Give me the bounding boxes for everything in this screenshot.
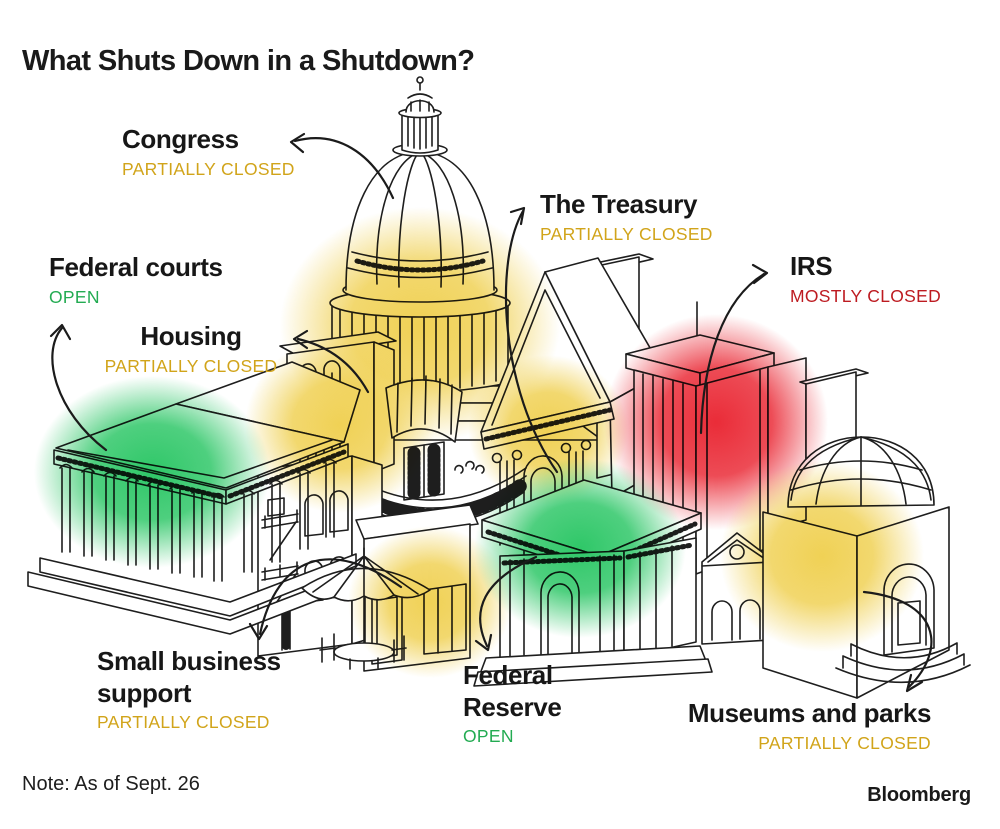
annotation-federal-reserve: Federal Reserve OPEN: [463, 660, 593, 747]
annotation-irs: IRS MOSTLY CLOSED: [790, 251, 941, 307]
congress-label: Congress: [122, 124, 239, 154]
irs-arrow: [699, 263, 769, 435]
treasury-label: The Treasury: [540, 189, 698, 219]
housing-status: PARTIALLY CLOSED: [104, 355, 278, 376]
footnote: Note: As of Sept. 26: [22, 773, 200, 795]
annotation-federal-courts: Federal courts OPEN: [49, 252, 223, 308]
federal-reserve-label: Federal Reserve: [463, 660, 562, 722]
federal-reserve-status: OPEN: [463, 726, 514, 747]
annotation-treasury: The Treasury PARTIALLY CLOSED: [540, 189, 713, 245]
small-business-glow-yellow: [348, 526, 512, 678]
bloomberg-logo: Bloomberg: [867, 784, 971, 806]
federal-courts-arrow: [49, 323, 108, 452]
annotation-arrows: [49, 132, 933, 693]
annotation-congress: Congress PARTIALLY CLOSED: [122, 124, 295, 180]
small-business-label: Small business support: [97, 646, 281, 708]
irs-label: IRS: [790, 251, 833, 281]
federal-reserve-arrow: [474, 555, 538, 652]
federal-reserve-glow-green: [474, 458, 686, 638]
federal-courts-status: OPEN: [49, 286, 100, 307]
small-business-status: PARTIALLY CLOSED: [97, 712, 270, 733]
small-business-arrow: [248, 558, 403, 641]
annotation-housing: Housing PARTIALLY CLOSED: [94, 321, 288, 377]
federal-courts-label: Federal courts: [49, 252, 223, 282]
status-glows: [34, 207, 924, 678]
treasury-status: PARTIALLY CLOSED: [540, 223, 713, 244]
housing-arrow: [292, 329, 370, 394]
congress-status: PARTIALLY CLOSED: [122, 158, 295, 179]
irs-status: MOSTLY CLOSED: [790, 285, 942, 306]
housing-label: Housing: [140, 321, 242, 351]
annotation-small-business: Small business support PARTIALLY CLOSED: [97, 646, 317, 733]
museums-glow-yellow: [720, 460, 924, 652]
annotation-museums: Museums and parks PARTIALLY CLOSED: [635, 698, 932, 754]
museums-arrow: [862, 590, 933, 693]
page-title: What Shuts Down in a Shutdown?: [22, 45, 475, 78]
federal-courts-glow-green: [34, 376, 270, 568]
treasury-arrow: [504, 206, 559, 474]
housing-glow-yellow: [245, 337, 435, 513]
congress-arrow: [289, 132, 395, 200]
museums-label: Museums and parks: [687, 698, 932, 728]
museums-status: PARTIALLY CLOSED: [758, 732, 931, 753]
